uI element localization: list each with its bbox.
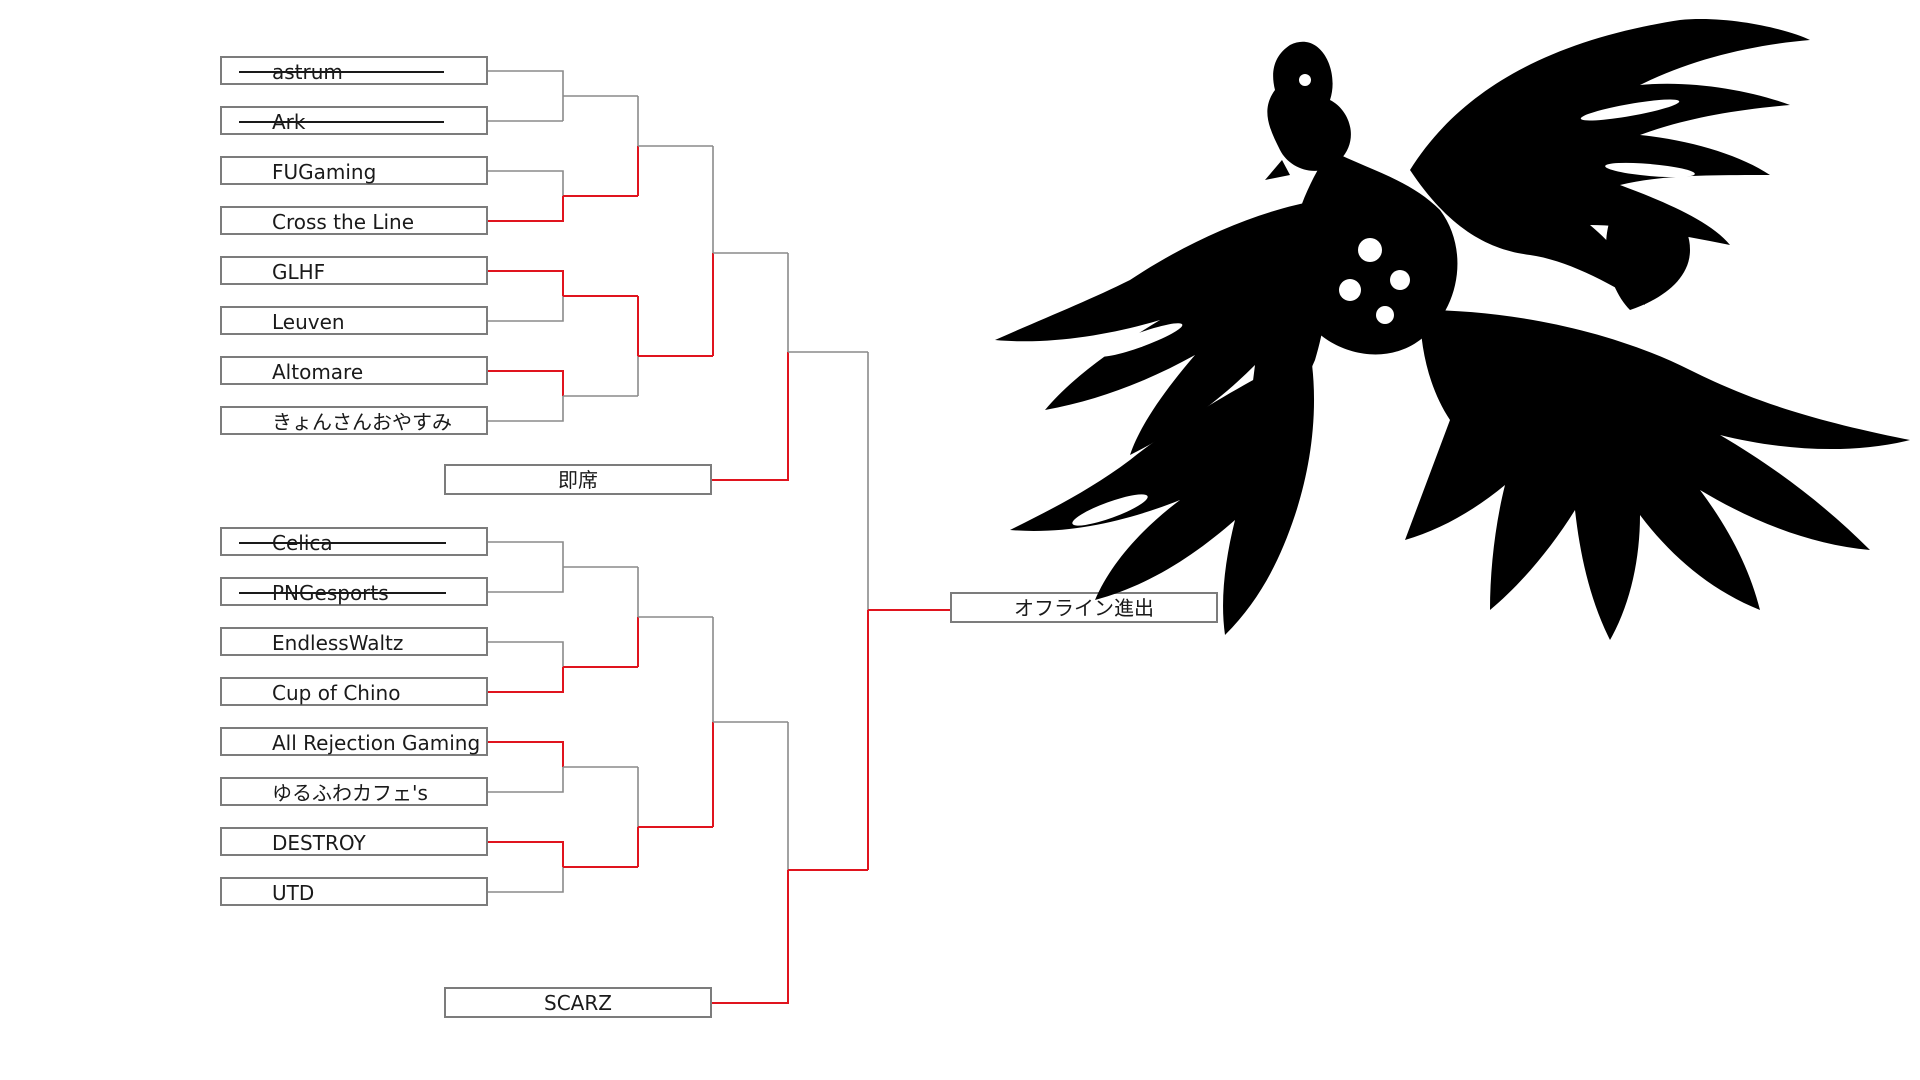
team-name: きょんさんおやすみ (272, 410, 452, 434)
upper-seed-label: 即席 (558, 468, 598, 492)
team-name: Altomare (272, 360, 364, 384)
lower-team-box-3: EndlessWaltz (220, 627, 488, 656)
team-name: DESTROY (272, 831, 366, 855)
lower-team-box-6: ゆるふわカフェ's (220, 777, 488, 806)
bracket-line-1 (488, 70, 564, 121)
strikethrough-line (239, 71, 444, 73)
team-name: Cross the Line (272, 210, 415, 234)
upper-team-box-5: GLHF (220, 256, 488, 285)
lower-team-box-5: All Rejection Gaming (220, 727, 488, 756)
bracket-line-11 (488, 396, 564, 422)
bracket-line-35 (488, 867, 564, 893)
bracket-line-7 (488, 270, 564, 296)
lower-seed-box: SCARZ (444, 987, 712, 1018)
bracket-line-28 (488, 641, 564, 667)
team-name: GLHF (272, 260, 326, 284)
strikethrough-line (239, 542, 446, 544)
bracket-line-32 (488, 767, 564, 793)
lower-team-box-8: UTD (220, 877, 488, 906)
upper-team-box-4: Cross the Line (220, 206, 488, 235)
team-name: Leuven (272, 310, 345, 334)
lower-team-box-4: Cup of Chino (220, 677, 488, 706)
bracket-line-29 (488, 667, 564, 693)
upper-team-box-2: Ark (220, 106, 488, 135)
phoenix-illustration (995, 19, 1910, 640)
upper-team-box-8: きょんさんおやすみ (220, 406, 488, 435)
strikethrough-line (239, 592, 446, 594)
lower-seed-label: SCARZ (544, 991, 612, 1015)
bracket-line-10 (488, 370, 564, 396)
final-box: オフライン進出 (950, 592, 1218, 623)
bracket-line-4 (488, 170, 564, 196)
bracket-line-34 (488, 841, 564, 867)
upper-team-box-3: FUGaming (220, 156, 488, 185)
team-name: UTD (272, 881, 315, 905)
upper-team-box-7: Altomare (220, 356, 488, 385)
bracket-line-5 (488, 196, 564, 222)
strikethrough-line (239, 121, 444, 123)
upper-seed-box: 即席 (444, 464, 712, 495)
bracket-line-47 (712, 870, 789, 1004)
lower-team-box-7: DESTROY (220, 827, 488, 856)
bracket-line-25 (488, 541, 564, 567)
team-name: ゆるふわカフェ's (272, 781, 428, 805)
lower-team-box-1: Celica (220, 527, 488, 556)
team-name: FUGaming (272, 160, 377, 184)
upper-team-box-1: astrum (220, 56, 488, 85)
team-name: EndlessWaltz (272, 631, 404, 655)
bracket-line-23 (712, 352, 789, 481)
bracket-line-26 (488, 567, 564, 593)
final-label: オフライン進出 (1014, 596, 1154, 620)
bracket-line-31 (488, 741, 564, 767)
bracket-line-8 (488, 296, 564, 322)
lower-team-box-2: PNGesports (220, 577, 488, 606)
upper-team-box-6: Leuven (220, 306, 488, 335)
team-name: All Rejection Gaming (272, 731, 481, 755)
team-name: Cup of Chino (272, 681, 401, 705)
